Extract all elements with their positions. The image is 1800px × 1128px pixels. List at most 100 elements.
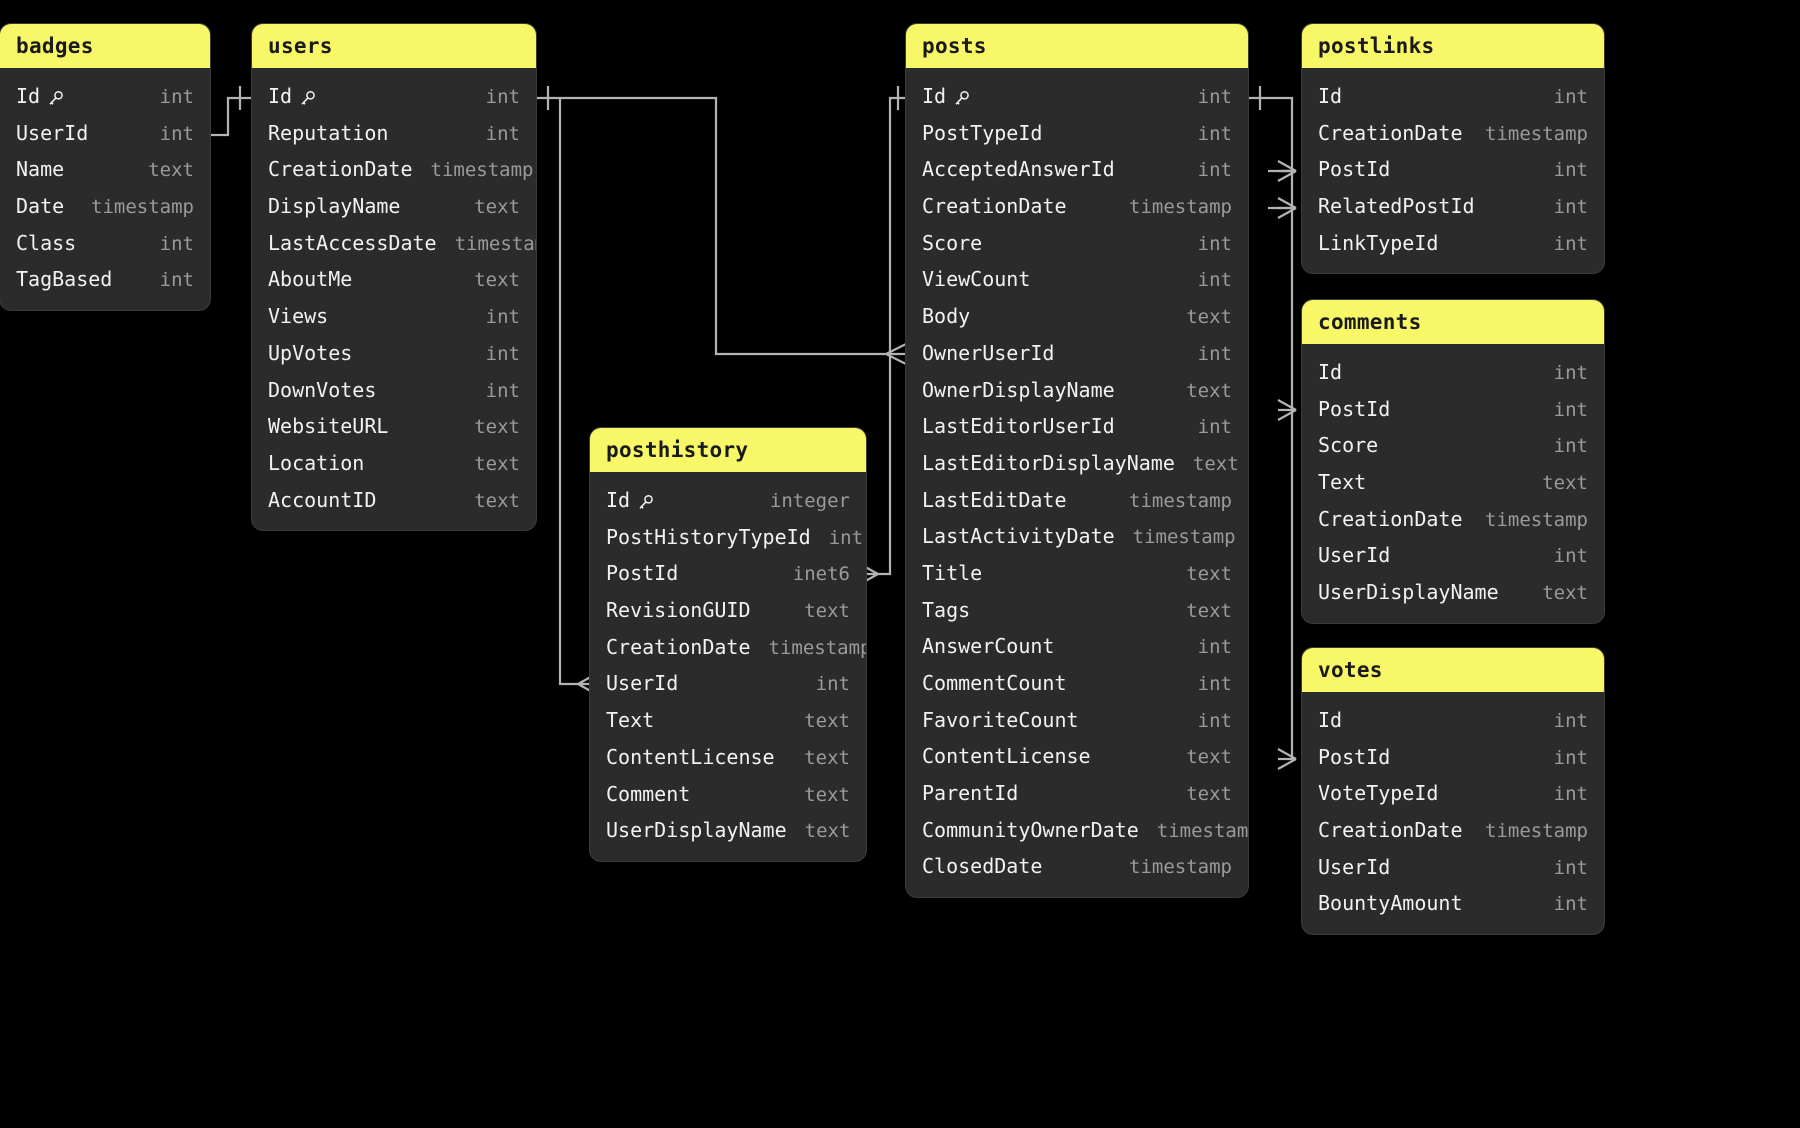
- column-type: int: [1553, 398, 1588, 421]
- column-type: int: [159, 269, 194, 292]
- table-row[interactable]: Name text: [0, 151, 210, 188]
- table-row[interactable]: Text text: [590, 702, 866, 739]
- table-row[interactable]: CreationDate timestamp: [252, 151, 536, 188]
- table-row[interactable]: PostId inet6: [590, 555, 866, 592]
- table-row[interactable]: DownVotes int: [252, 372, 536, 409]
- column-type: text: [1186, 379, 1232, 402]
- column-type: timestamp: [430, 159, 534, 182]
- table-row[interactable]: Id integer: [590, 482, 866, 519]
- column-name: Id: [16, 84, 41, 108]
- column-name: BountyAmount: [1318, 891, 1463, 916]
- column-name: Class: [16, 230, 77, 255]
- column-type: timestamp: [1129, 856, 1232, 879]
- table-row[interactable]: Date timestamp: [0, 188, 210, 225]
- table-row[interactable]: CreationDate timestamp: [590, 629, 866, 666]
- table-row[interactable]: Id int: [252, 78, 536, 115]
- column-type: text: [474, 489, 520, 512]
- column-name: CreationDate: [1318, 506, 1463, 531]
- table-row[interactable]: Location text: [252, 445, 536, 482]
- column-type: int: [485, 86, 520, 108]
- table-row[interactable]: DisplayName text: [252, 188, 536, 225]
- column-name: PostId: [1318, 744, 1391, 769]
- table-row[interactable]: Class int: [0, 225, 210, 262]
- table-card-users[interactable]: users Id int Reputation int CreationDate…: [252, 24, 536, 531]
- column-type: int: [1553, 196, 1588, 219]
- table-row[interactable]: UserDisplayName text: [590, 812, 866, 849]
- table-row[interactable]: Reputation int: [252, 115, 536, 152]
- table-row[interactable]: Views int: [252, 298, 536, 335]
- column-type: int: [485, 306, 520, 329]
- table-row[interactable]: Comment text: [590, 776, 866, 813]
- table-row[interactable]: Id int: [906, 78, 1248, 115]
- table-row[interactable]: AboutMe text: [252, 261, 536, 298]
- table-row[interactable]: UpVotes int: [252, 335, 536, 372]
- column-type: int: [1197, 86, 1232, 108]
- table-row[interactable]: LastAccessDate timestamp: [252, 225, 536, 262]
- column-type: int: [1197, 416, 1232, 439]
- connector-posts-id-comments-postid: [1277, 399, 1297, 421]
- table-row[interactable]: PostHistoryTypeId int: [590, 519, 866, 556]
- table-card-posthistory[interactable]: posthistory Id integer PostHistoryTypeId…: [590, 428, 866, 861]
- table-card-badges[interactable]: badges Id int UserId int Name text Date …: [0, 24, 210, 311]
- column-name: UserDisplayName: [1318, 580, 1499, 605]
- column-type: int: [1197, 636, 1232, 659]
- table-row[interactable]: TagBased int: [0, 261, 210, 298]
- table-row[interactable]: UserId int: [590, 665, 866, 702]
- table-row[interactable]: Id int: [0, 78, 210, 115]
- table-row[interactable]: ContentLicense text: [590, 739, 866, 776]
- table-row[interactable]: AccountID text: [252, 482, 536, 519]
- column-type: text: [1186, 599, 1232, 622]
- column-type: text: [148, 159, 194, 182]
- table-row[interactable]: RevisionGUID text: [590, 592, 866, 629]
- column-type: timestamp: [1129, 196, 1232, 219]
- table-row[interactable]: UserId int: [0, 115, 210, 152]
- table-row[interactable]: WebsiteURL text: [252, 408, 536, 445]
- table-row[interactable]: CommunityOwnerDatetimestamp: [906, 812, 1248, 849]
- column-type: int: [1553, 710, 1588, 732]
